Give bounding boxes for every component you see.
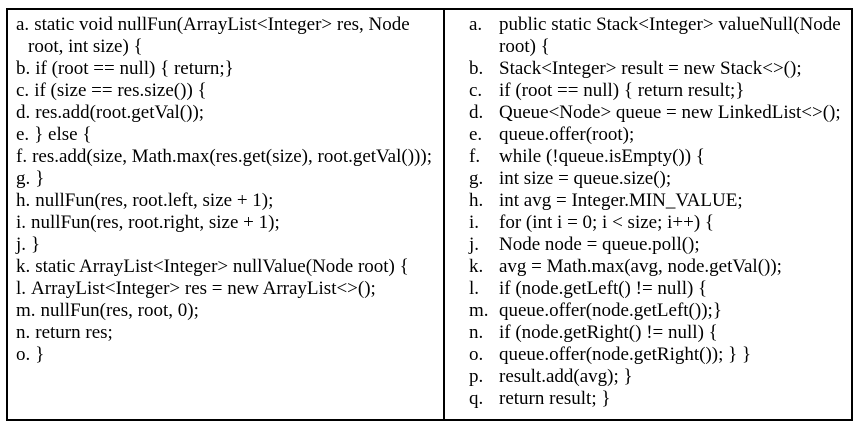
code-line: i. for (int i = 0; i < size; i++) { [469,212,849,234]
line-label: g. [16,168,31,189]
code-line: d.res.add(root.getVal()); [16,102,441,124]
line-label: o. [16,344,31,365]
right-code-column: a. public static Stack<Integer> valueNull… [445,10,851,419]
code-text: return res; [35,322,113,343]
code-text: int avg = Integer.MIN_VALUE; [499,190,743,211]
line-label: b. [16,58,31,79]
code-text: if (node.getLeft() != null) { [499,278,708,299]
code-line: o.} [16,344,441,366]
code-line: j.} [16,234,441,256]
code-text: Queue<Node> queue = new LinkedList<>(); [499,102,841,123]
code-line: f.res.add(size, Math.max(res.get(size), … [16,146,441,168]
code-text: queue.offer(root); [499,124,635,145]
code-text: result.add(avg); } [499,366,633,387]
code-text: if (size == res.size()) { [34,80,207,101]
line-label: h. [469,190,484,211]
code-line: h.nullFun(res, root.left, size + 1); [16,190,441,212]
code-line: g. int size = queue.size(); [469,168,849,190]
line-label: h. [16,190,31,211]
line-label: i. [16,212,27,233]
code-text: if (node.getRight() != null) { [499,322,718,343]
line-label: n. [16,322,31,343]
line-label: o. [469,344,484,365]
code-text: static void nullFun(ArrayList<Integer> r… [28,14,410,57]
code-text: res.add(size, Math.max(res.get(size), ro… [32,146,432,167]
line-label: e. [469,124,483,145]
code-text: Stack<Integer> result = new Stack<>(); [499,58,802,79]
code-comparison-table: a.static void nullFun(ArrayList<Integer>… [6,8,853,421]
line-label: m. [16,300,36,321]
code-line: f. while (!queue.isEmpty()) { [469,146,849,168]
line-label: e. [16,124,30,145]
code-line: n. if (node.getRight() != null) { [469,322,849,344]
code-line: b.if (root == null) { return;} [16,58,441,80]
code-text: ArrayList<Integer> res = new ArrayList<>… [31,278,376,299]
code-line: p. result.add(avg); } [469,366,849,388]
code-line: n.return res; [16,322,441,344]
code-text: avg = Math.max(avg, node.getVal()); [499,256,782,277]
code-text: queue.offer(node.getLeft());} [499,300,722,321]
code-line: b. Stack<Integer> result = new Stack<>(); [469,58,849,80]
code-line: m.nullFun(res, root, 0); [16,300,441,322]
code-line: h. int avg = Integer.MIN_VALUE; [469,190,849,212]
code-text: Node node = queue.poll(); [499,234,700,255]
line-label: a. [469,14,483,35]
line-label: q. [469,388,484,409]
code-text: res.add(root.getVal()); [35,102,205,123]
code-text: } [35,168,45,189]
code-text: nullFun(res, root, 0); [40,300,199,321]
line-label: b. [469,58,484,79]
line-label: c. [16,80,30,101]
code-line: k. avg = Math.max(avg, node.getVal()); [469,256,849,278]
line-label: j. [16,234,27,255]
line-label: j. [469,234,480,255]
code-text: } [35,344,45,365]
code-line: a. public static Stack<Integer> valueNull… [469,14,849,58]
code-text: while (!queue.isEmpty()) { [499,146,705,167]
code-line: e. queue.offer(root); [469,124,849,146]
code-line: k.static ArrayList<Integer> nullValue(No… [16,256,441,278]
line-label: i. [469,212,480,233]
line-label: l. [469,278,480,299]
code-text: return result; } [499,388,611,409]
code-line: d. Queue<Node> queue = new LinkedList<>()… [469,102,849,124]
code-line: o. queue.offer(node.getRight()); } } [469,344,849,366]
code-line: e.} else { [16,124,441,146]
code-line: c. if (root == null) { return result;} [469,80,849,102]
code-line: j. Node node = queue.poll(); [469,234,849,256]
code-text: queue.offer(node.getRight()); } } [499,344,752,365]
code-line: q. return result; } [469,388,849,410]
code-line: l. if (node.getLeft() != null) { [469,278,849,300]
code-line: l.ArrayList<Integer> res = new ArrayList… [16,278,441,300]
line-label: f. [16,146,28,167]
line-label: k. [469,256,484,277]
line-label: m. [469,300,489,321]
line-label: k. [16,256,31,277]
code-text: for (int i = 0; i < size; i++) { [499,212,715,233]
code-line: i.nullFun(res, root.right, size + 1); [16,212,441,234]
code-text: public static Stack<Integer> valueNull(N… [499,14,841,57]
code-text: nullFun(res, root.left, size + 1); [35,190,274,211]
code-text: } [31,234,41,255]
code-text: if (root == null) { return result;} [499,80,745,101]
code-text: int size = queue.size(); [499,168,672,189]
code-text: } else { [34,124,92,145]
line-label: n. [469,322,484,343]
line-label: c. [469,80,483,101]
left-code-column: a.static void nullFun(ArrayList<Integer>… [8,10,445,419]
line-label: g. [469,168,484,189]
code-text: if (root == null) { return;} [35,58,234,79]
code-line: g.} [16,168,441,190]
code-line: c.if (size == res.size()) { [16,80,441,102]
line-label: a. [16,14,30,35]
line-label: p. [469,366,484,387]
line-label: l. [16,278,27,299]
code-line: a.static void nullFun(ArrayList<Integer>… [16,14,441,58]
line-label: d. [469,102,484,123]
code-text: static ArrayList<Integer> nullValue(Node… [35,256,409,277]
line-label: f. [469,146,481,167]
code-line: m. queue.offer(node.getLeft());} [469,300,849,322]
line-label: d. [16,102,31,123]
code-text: nullFun(res, root.right, size + 1); [31,212,280,233]
